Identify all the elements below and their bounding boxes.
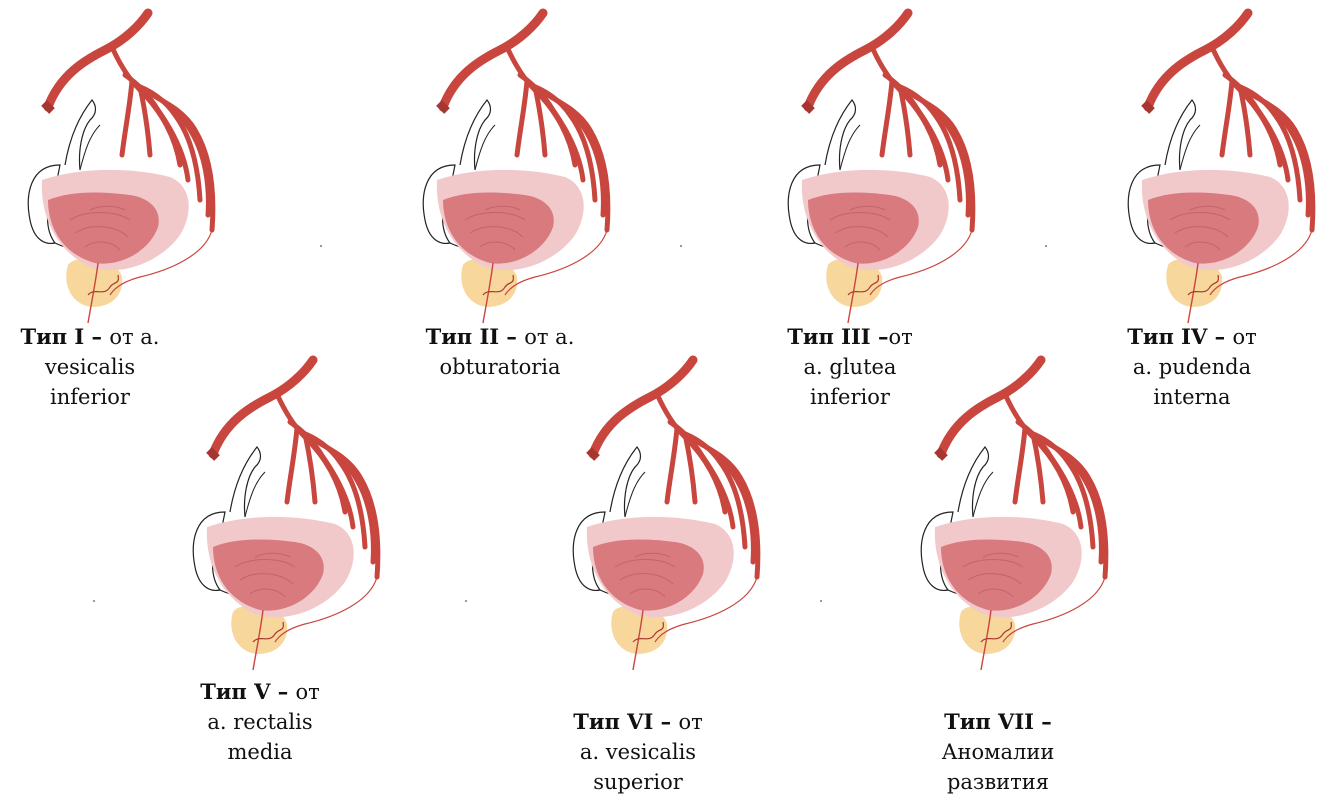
caption-line-3: superior bbox=[548, 767, 728, 797]
caption-line-1: Тип IV – от bbox=[1112, 322, 1272, 352]
pelvic-vessels-illustration bbox=[165, 352, 465, 672]
pelvic-wall-outline bbox=[230, 447, 261, 517]
artery-cut-end bbox=[44, 103, 52, 111]
source-prefix: от bbox=[296, 680, 320, 704]
artery-cut-end bbox=[589, 450, 597, 458]
pelvic-wall-outline bbox=[1165, 100, 1196, 170]
diagram-panel-type-4 bbox=[1100, 5, 1317, 340]
artery-branch bbox=[1015, 428, 1025, 502]
caption-line-1: Тип III –от bbox=[770, 322, 930, 352]
scan-dot bbox=[465, 600, 467, 602]
caption-line-3: inferior bbox=[0, 382, 180, 412]
caption-line-3: interna bbox=[1112, 382, 1272, 412]
source-prefix: от bbox=[888, 325, 912, 349]
artery-branch bbox=[667, 428, 677, 502]
artery-cut-end bbox=[439, 103, 447, 111]
caption-type-1: Тип I – от а. vesicalis inferior bbox=[0, 322, 180, 412]
pelvic-wall-outline bbox=[610, 447, 641, 517]
artery-branch bbox=[1222, 81, 1232, 155]
artery-cut-end bbox=[209, 450, 217, 458]
pelvic-vessels-illustration bbox=[395, 5, 695, 325]
pelvic-wall-outline bbox=[973, 472, 993, 517]
pelvic-wall-outline bbox=[245, 472, 265, 517]
caption-line-2: a. pudenda bbox=[1112, 352, 1272, 382]
pelvic-wall-outline bbox=[1180, 125, 1200, 170]
artery-branch bbox=[287, 428, 297, 502]
caption-line-2: obturatoria bbox=[405, 352, 595, 382]
diagram-panel-type-1 bbox=[0, 5, 300, 340]
caption-line-1: Тип II – от а. bbox=[405, 322, 595, 352]
pelvic-vessels-illustration bbox=[0, 5, 300, 325]
source-prefix: от а. bbox=[524, 325, 574, 349]
type-dash: – bbox=[270, 679, 295, 704]
artery-branch bbox=[517, 81, 527, 155]
type-label: Тип VII bbox=[944, 709, 1034, 734]
caption-line-3: развития bbox=[918, 767, 1078, 797]
caption-line-3: media bbox=[180, 737, 340, 767]
pelvic-wall-outline bbox=[958, 447, 989, 517]
artery-cut-end bbox=[937, 450, 945, 458]
caption-type-3: Тип III –от a. glutea inferior bbox=[770, 322, 930, 412]
caption-line-2: vesicalis bbox=[0, 352, 180, 382]
scan-dot bbox=[93, 600, 95, 602]
diagram-panel-type-3 bbox=[760, 5, 1060, 340]
type-label: Тип IV bbox=[1127, 324, 1207, 349]
caption-type-2: Тип II – от а. obturatoria bbox=[405, 322, 595, 382]
scan-dot bbox=[320, 245, 322, 247]
pelvic-wall-outline bbox=[65, 100, 96, 170]
pelvic-wall-outline bbox=[625, 472, 645, 517]
pelvic-vessels-illustration bbox=[760, 5, 1060, 325]
caption-line-1: Тип I – от а. bbox=[0, 322, 180, 352]
type-dash: – bbox=[84, 324, 109, 349]
caption-line-2: a. vesicalis bbox=[548, 737, 728, 767]
caption-line-2: a. glutea bbox=[770, 352, 930, 382]
scan-dot bbox=[1045, 245, 1047, 247]
type-label: Тип V bbox=[200, 679, 270, 704]
artery-cut-end bbox=[1144, 103, 1152, 111]
caption-line-3: inferior bbox=[770, 382, 930, 412]
type-label: Тип II bbox=[426, 324, 500, 349]
pelvic-wall-outline bbox=[80, 125, 100, 170]
pelvic-vessels-illustration bbox=[1100, 5, 1317, 325]
caption-line-2: Аномалии bbox=[918, 737, 1078, 767]
scan-dot bbox=[680, 245, 682, 247]
pelvic-wall-outline bbox=[460, 100, 491, 170]
caption-line-1: Тип VII – bbox=[918, 707, 1078, 737]
pelvic-wall-outline bbox=[825, 100, 856, 170]
caption-type-7: Тип VII – Аномалии развития bbox=[918, 707, 1078, 797]
artery-branch bbox=[122, 81, 132, 155]
caption-line-1: Тип V – от bbox=[180, 677, 340, 707]
diagram-panel-type-2 bbox=[395, 5, 695, 340]
caption-line-1: Тип VI – от bbox=[548, 707, 728, 737]
type-dash: – bbox=[1034, 709, 1052, 734]
source-prefix: от bbox=[678, 710, 702, 734]
type-dash: – bbox=[653, 709, 678, 734]
diagram-panel-type-5 bbox=[165, 352, 465, 687]
type-dash: – bbox=[871, 324, 889, 349]
artery-cut-end bbox=[804, 103, 812, 111]
type-dash: – bbox=[1207, 324, 1232, 349]
caption-type-6: Тип VI – от a. vesicalis superior bbox=[548, 707, 728, 797]
source-prefix: от bbox=[1232, 325, 1256, 349]
source-prefix: от а. bbox=[109, 325, 159, 349]
pelvic-wall-outline bbox=[840, 125, 860, 170]
caption-type-4: Тип IV – от a. pudenda interna bbox=[1112, 322, 1272, 412]
pelvic-wall-outline bbox=[475, 125, 495, 170]
type-dash: – bbox=[499, 324, 524, 349]
scan-dot bbox=[820, 600, 822, 602]
caption-type-5: Тип V – от a. rectalis media bbox=[180, 677, 340, 767]
artery-branch bbox=[882, 81, 892, 155]
caption-line-2: a. rectalis bbox=[180, 707, 340, 737]
type-label: Тип III bbox=[787, 324, 870, 349]
type-label: Тип VI bbox=[573, 709, 653, 734]
type-label: Тип I bbox=[21, 324, 85, 349]
